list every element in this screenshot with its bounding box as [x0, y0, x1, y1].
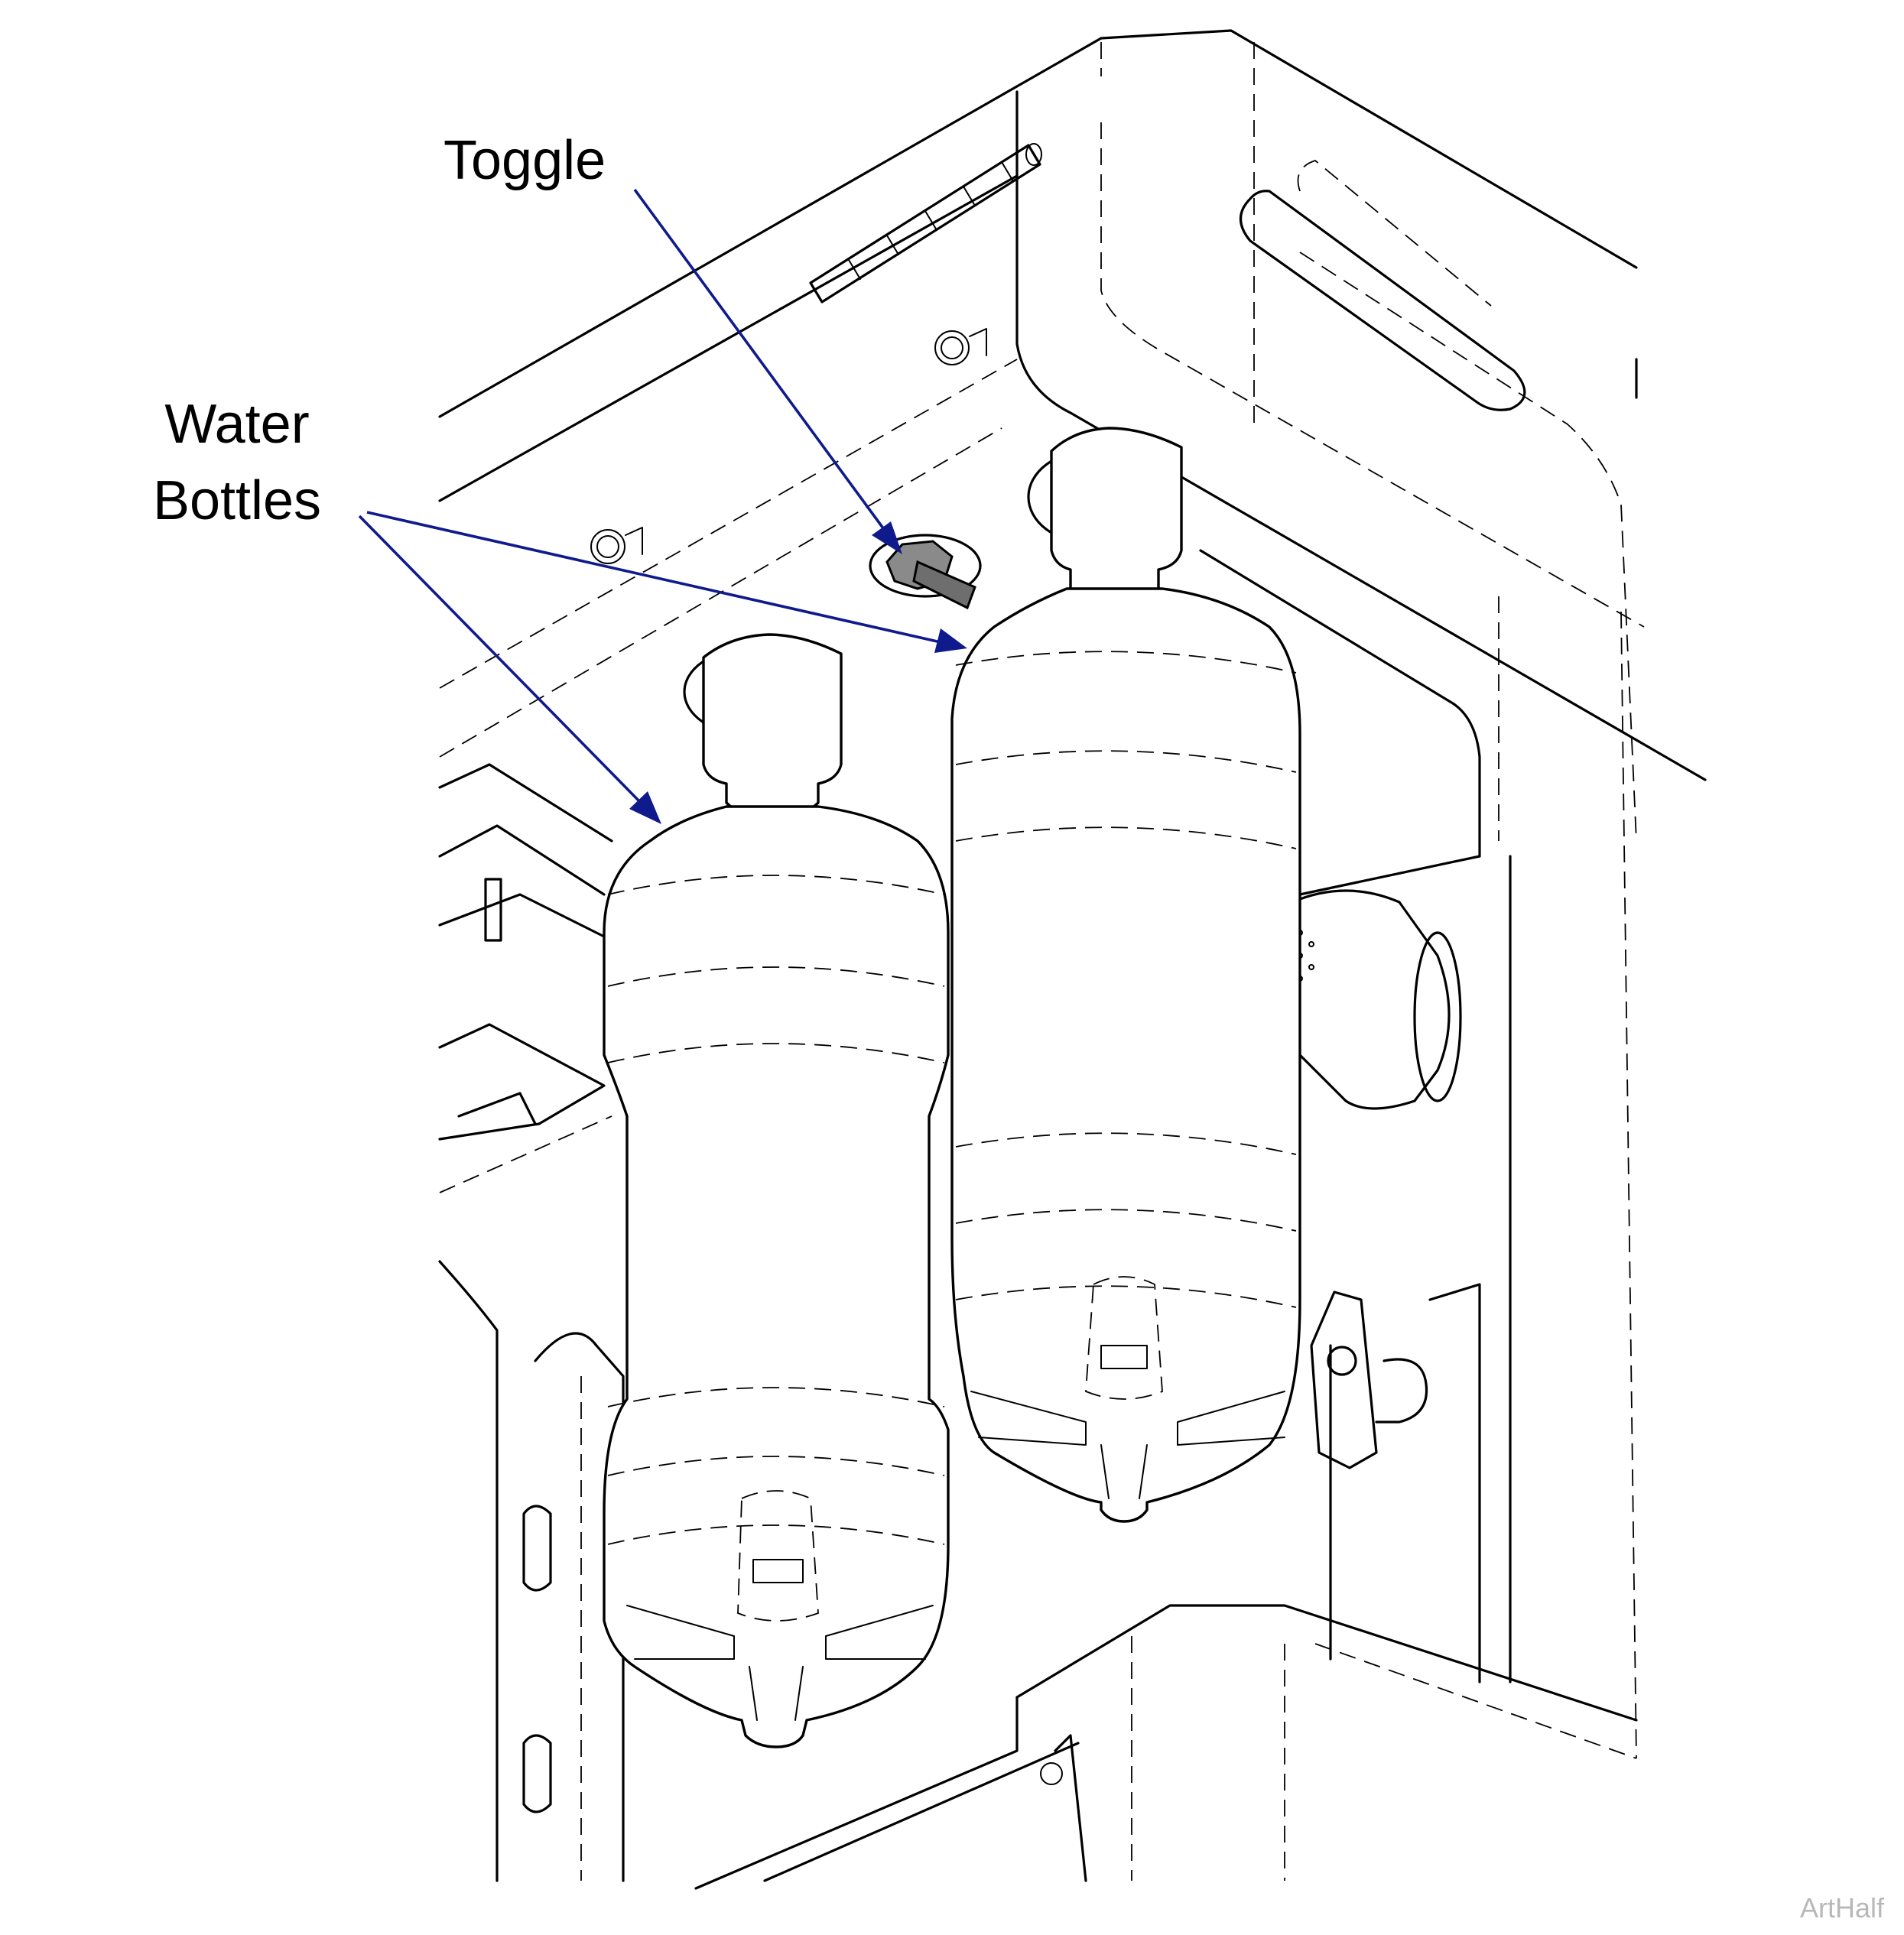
- number-badge-1: [590, 527, 643, 564]
- water-bottles-label-line2: Bottles: [152, 470, 322, 531]
- art-credit: ArtHalf: [1799, 1892, 1884, 1924]
- left-frame: [438, 763, 625, 1882]
- leader-toggle: [633, 188, 902, 554]
- toggle-switch: [869, 534, 982, 610]
- hinge: [809, 143, 1042, 304]
- water-bottles-label-line1: Water: [164, 394, 310, 455]
- right-panel: [1298, 855, 1512, 1683]
- handle-slot: [1240, 190, 1526, 411]
- cabinet-top: [438, 29, 1707, 858]
- water-bottle-1: [603, 633, 950, 1748]
- leader-bottle-1: [358, 515, 661, 824]
- leader-bottle-2: [366, 511, 967, 653]
- bottom-cabinet: [694, 1604, 1638, 1890]
- valve-lever: [1310, 1291, 1428, 1469]
- water-bottles-label: Water Bottles: [130, 386, 344, 539]
- toggle-label: Toggle: [444, 130, 606, 191]
- spray-nozzle: [1291, 889, 1462, 1110]
- water-bottle-2: [950, 427, 1301, 1523]
- number-badge-2: [934, 328, 987, 365]
